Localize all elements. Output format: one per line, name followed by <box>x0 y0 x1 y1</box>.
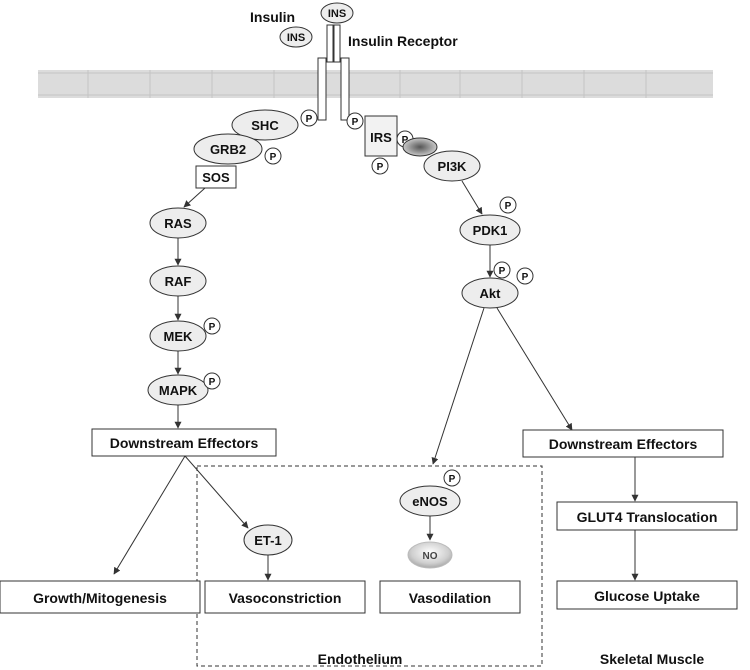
cell-membrane <box>38 70 713 98</box>
sos-label: SOS <box>202 170 230 185</box>
vasodilation-label: Vasodilation <box>409 590 491 606</box>
ras-label: RAS <box>164 216 192 231</box>
phospho-receptor-right: P <box>346 112 364 130</box>
svg-text:P: P <box>505 201 512 212</box>
ins-molecule-left: INS <box>279 26 313 48</box>
akt-label: Akt <box>480 286 502 301</box>
irs-label: IRS <box>370 130 392 145</box>
shc-node: SHC <box>231 109 299 141</box>
vasodilation-box: Vasodilation <box>379 580 521 614</box>
pi3k-label: PI3K <box>438 159 468 174</box>
insulin-receptor <box>317 24 350 121</box>
pdk1-node: PDK1 <box>459 214 521 246</box>
endothelium-label: Endothelium <box>318 651 403 667</box>
arrow-akt-enos <box>431 307 485 465</box>
pi3k-node: PI3K <box>423 150 481 182</box>
arrow-downstream-growth <box>113 455 186 575</box>
endothelium-region <box>196 465 543 667</box>
svg-text:P: P <box>499 266 506 277</box>
enos-label: eNOS <box>412 494 448 509</box>
raf-node: RAF <box>149 265 207 297</box>
mek-label: MEK <box>164 329 194 344</box>
phospho-akt-2: P <box>516 267 534 285</box>
ins-left-label: INS <box>287 32 305 44</box>
svg-text:P: P <box>449 474 456 485</box>
pdk1-label: PDK1 <box>473 223 508 238</box>
svg-text:P: P <box>209 322 216 333</box>
downstream-left-label: Downstream Effectors <box>110 435 259 451</box>
growth-label: Growth/Mitogenesis <box>33 590 167 606</box>
svg-text:P: P <box>402 135 409 146</box>
pi3k-regulatory-subunit <box>402 137 438 157</box>
ins-top-label: INS <box>328 8 346 20</box>
svg-text:P: P <box>352 117 359 128</box>
glut4-label: GLUT4 Translocation <box>577 509 718 525</box>
skeletal-muscle-label: Skeletal Muscle <box>600 651 704 667</box>
mapk-node: MAPK <box>147 374 209 406</box>
phospho-akt-1: P <box>493 261 511 279</box>
downstream-right-label: Downstream Effectors <box>549 436 698 452</box>
glut4-translocation-box: GLUT4 Translocation <box>556 501 738 531</box>
arrow-pi3k-pdk1 <box>461 180 483 215</box>
svg-text:P: P <box>522 272 529 283</box>
sos-node: SOS <box>195 165 237 189</box>
mapk-label: MAPK <box>159 383 198 398</box>
phospho-shc: P <box>300 109 318 127</box>
svg-text:P: P <box>306 114 313 125</box>
arrow-akt-downstream-right <box>496 307 573 431</box>
vasoconstriction-label: Vasoconstriction <box>229 590 342 606</box>
downstream-effectors-right: Downstream Effectors <box>522 429 724 458</box>
downstream-effectors-left: Downstream Effectors <box>91 428 277 457</box>
no-label: NO <box>423 551 438 562</box>
enos-node: eNOS <box>399 485 461 517</box>
insulin-label: Insulin <box>250 9 295 25</box>
ins-molecule-top: INS <box>320 2 354 24</box>
et1-node: ET-1 <box>243 524 293 556</box>
phospho-mapk: P <box>203 372 221 390</box>
irs-node: IRS <box>364 115 398 157</box>
grb2-node: GRB2 <box>193 133 263 165</box>
arrow-sos-ras <box>183 187 206 208</box>
raf-label: RAF <box>165 274 192 289</box>
mek-node: MEK <box>149 320 207 352</box>
grb2-label: GRB2 <box>210 142 246 157</box>
phospho-mek: P <box>203 317 221 335</box>
ras-node: RAS <box>149 207 207 239</box>
svg-text:P: P <box>270 152 277 163</box>
shc-label: SHC <box>251 118 279 133</box>
svg-text:P: P <box>377 162 384 173</box>
insulin-receptor-label: Insulin Receptor <box>348 33 458 49</box>
vasoconstriction-box: Vasoconstriction <box>204 580 366 614</box>
akt-node: Akt <box>461 277 519 309</box>
phospho-pdk1: P <box>499 196 517 214</box>
phospho-grb2: P <box>264 147 282 165</box>
growth-mitogenesis-box: Growth/Mitogenesis <box>0 580 201 614</box>
et1-label: ET-1 <box>254 533 281 548</box>
glucose-uptake-label: Glucose Uptake <box>594 588 700 604</box>
svg-text:P: P <box>209 377 216 388</box>
arrow-downstream-et1 <box>184 455 249 529</box>
no-molecule: NO <box>407 541 453 569</box>
phospho-irs-bottom: P <box>371 157 389 175</box>
glucose-uptake-box: Glucose Uptake <box>556 580 738 610</box>
phospho-enos: P <box>443 469 461 487</box>
